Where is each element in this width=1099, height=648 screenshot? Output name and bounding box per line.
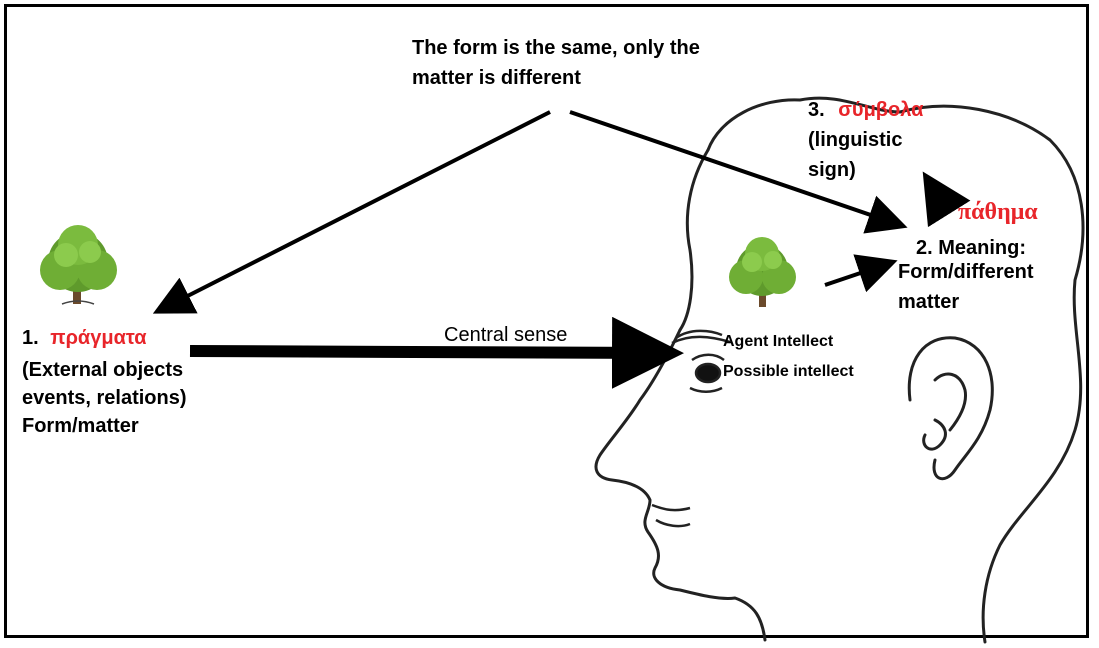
tree-icon <box>729 237 796 307</box>
arrows <box>152 110 971 389</box>
possible-intellect-label: Possible intellect <box>723 363 854 380</box>
top-note-line2: matter is different <box>412 67 581 89</box>
item1-line2: (External objects <box>22 359 184 381</box>
item3-block: 3. σύμβολα (linguistic sign) <box>808 98 923 182</box>
item1-line3: events, relations) <box>22 387 187 409</box>
item3-heading: 3. σύμβολα <box>808 98 923 122</box>
top-note-line1: The form is the same, only the <box>412 37 700 59</box>
arrow-pathema-to-symbols <box>922 171 971 228</box>
central-sense-label: Central sense <box>444 324 568 346</box>
pathema-label: πάθημα <box>958 199 1038 225</box>
arrow-note-to-object <box>152 110 551 314</box>
item1-greek: πράγματα <box>50 327 147 349</box>
item3-line3: sign) <box>808 159 856 181</box>
item2-line3: matter <box>898 291 960 313</box>
item2-line1: 2. Meaning: <box>916 237 1027 259</box>
tree-icon <box>40 225 117 305</box>
mouth-detail <box>651 503 691 528</box>
item1-number: 1. <box>22 327 39 349</box>
item2-line2: Form/different <box>898 261 1034 283</box>
agent-intellect-label: Agent Intellect <box>723 333 834 350</box>
item2-block: 2. Meaning: Form/different matter <box>898 236 1034 314</box>
head-outline <box>594 96 1085 644</box>
item3-number: 3. <box>808 99 825 121</box>
item1-heading: 1. πράγματα <box>22 326 187 350</box>
arrow-tree-to-meaning <box>824 254 898 293</box>
top-note: The form is the same, only the matter is… <box>412 36 700 90</box>
eye-detail <box>671 329 731 393</box>
item1-line4: Form/matter <box>22 415 139 437</box>
item1-block: 1. πράγματα (External objects events, re… <box>22 326 187 438</box>
arrow-note-to-meaning <box>569 110 908 234</box>
arrow-central-sense <box>189 316 684 389</box>
item3-line2: (linguistic <box>808 129 903 151</box>
item3-greek: σύμβολα <box>838 99 924 121</box>
